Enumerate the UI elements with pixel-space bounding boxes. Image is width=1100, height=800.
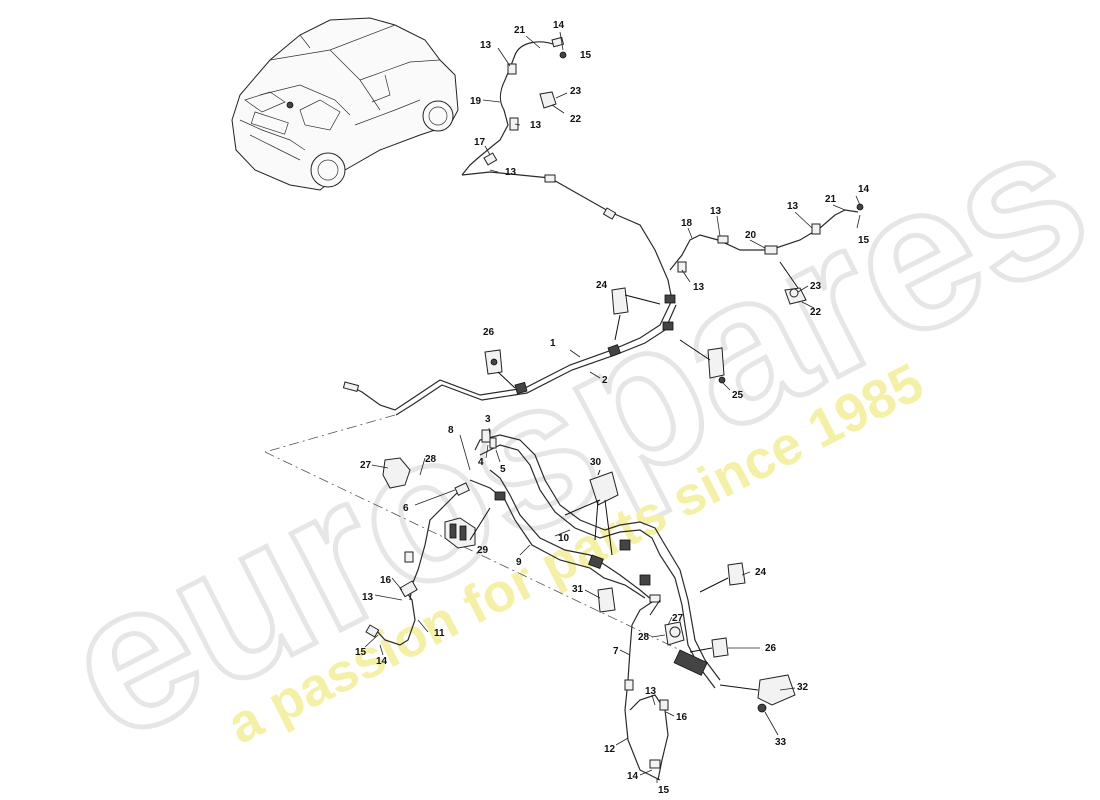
- callout-15: 15: [858, 235, 870, 246]
- callout-14: 14: [858, 184, 870, 195]
- callout-27: 27: [672, 613, 684, 624]
- callout-33: 33: [775, 737, 787, 748]
- callout-22: 22: [810, 307, 822, 318]
- callout-2: 2: [602, 375, 608, 386]
- callout-14: 14: [627, 771, 639, 782]
- callout-1: 1: [550, 338, 556, 349]
- callout-32: 32: [797, 682, 809, 693]
- callout-25: 25: [732, 390, 744, 401]
- callout-16: 16: [380, 575, 392, 586]
- callout-11: 11: [434, 628, 445, 639]
- callout-12: 12: [604, 744, 616, 755]
- callout-24: 24: [596, 280, 608, 291]
- callout-8: 8: [448, 425, 454, 436]
- callout-24: 24: [755, 567, 767, 578]
- callout-6: 6: [403, 503, 409, 514]
- reference-line-lower: [264, 451, 681, 651]
- pipe-clips: [484, 287, 726, 384]
- callout-28: 28: [425, 454, 437, 465]
- callout-23: 23: [810, 281, 822, 292]
- callout-19: 19: [470, 96, 482, 107]
- callout-13: 13: [362, 592, 374, 603]
- callout-15: 15: [355, 647, 367, 658]
- callout-13: 13: [710, 206, 722, 217]
- leader-lines: [364, 31, 861, 783]
- callout-15: 15: [658, 785, 670, 796]
- rear-right-hose-assembly: [669, 203, 864, 305]
- callout-13: 13: [505, 167, 517, 178]
- callout-10: 10: [558, 533, 570, 544]
- car-illustration: [231, 17, 459, 191]
- callout-13: 13: [530, 120, 542, 131]
- callout-30: 30: [590, 457, 602, 468]
- callout-28: 28: [638, 632, 650, 643]
- main-brake-line: [342, 171, 677, 416]
- callout-13: 13: [480, 40, 492, 51]
- callout-21: 21: [825, 194, 837, 205]
- callout-16: 16: [676, 712, 688, 723]
- callout-4: 4: [478, 457, 484, 468]
- reference-line-left: [264, 414, 396, 453]
- callout-21: 21: [514, 25, 526, 36]
- callout-13: 13: [645, 686, 657, 697]
- callout-31: 31: [572, 584, 584, 595]
- callout-13: 13: [693, 282, 705, 293]
- callout-20: 20: [745, 230, 757, 241]
- callout-13: 13: [787, 201, 799, 212]
- callout-3: 3: [485, 414, 491, 425]
- callout-27: 27: [360, 460, 372, 471]
- valve-blocks: [382, 457, 796, 713]
- callout-9: 9: [516, 557, 522, 568]
- callout-23: 23: [570, 86, 582, 97]
- callout-14: 14: [376, 656, 388, 667]
- callout-7: 7: [613, 646, 619, 657]
- callout-22: 22: [570, 114, 582, 125]
- callout-26: 26: [483, 327, 495, 338]
- callout-15: 15: [580, 50, 592, 61]
- callout-5: 5: [500, 464, 506, 475]
- callout-29: 29: [477, 545, 489, 556]
- callout-labels: 21 14 13 15 19 23 22 13 17 13 18 13 13 2…: [355, 20, 870, 796]
- callout-14: 14: [553, 20, 565, 31]
- front-pipe-bundle: [365, 429, 721, 781]
- callout-18: 18: [681, 218, 693, 229]
- callout-17: 17: [474, 137, 486, 148]
- callout-26: 26: [765, 643, 777, 654]
